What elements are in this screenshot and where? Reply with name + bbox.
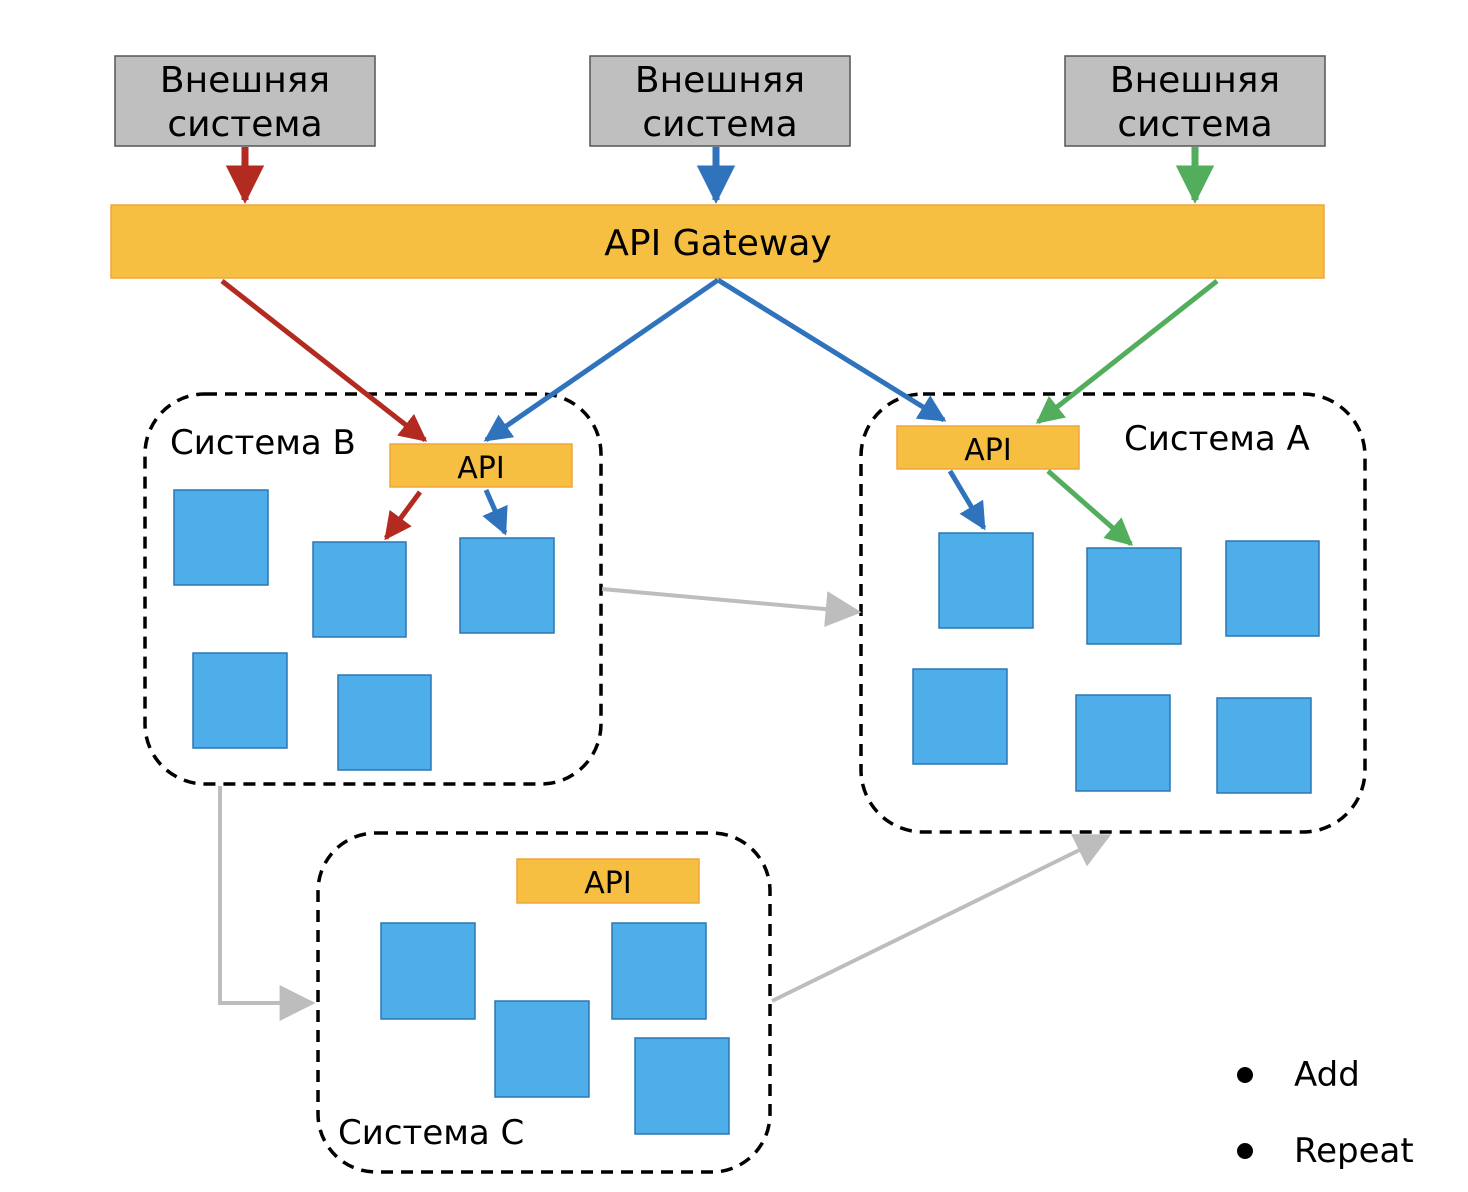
external-system-1: Внешняя система <box>114 55 376 147</box>
external-system-2-line1: Внешняя <box>635 60 805 101</box>
system-b-api: API <box>389 443 573 488</box>
system-a-service-2 <box>1086 547 1182 645</box>
system-b-service-4 <box>192 652 288 749</box>
system-b-service-5 <box>337 674 432 771</box>
arrow-system-b-api-to-service-red <box>383 490 423 541</box>
api-gateway: API Gateway <box>110 204 1325 279</box>
arrow-system-b-to-system-a <box>601 587 862 628</box>
system-a-service-4 <box>912 668 1008 765</box>
system-c-label: Система C <box>338 1113 524 1153</box>
legend: Add Repeat <box>1237 1055 1414 1171</box>
arrow-gateway-to-system-a-green <box>1035 279 1219 424</box>
arrow-system-b-api-to-service-blue <box>482 488 508 536</box>
external-system-1-line1: Внешняя <box>160 60 330 101</box>
arrow-system-a-api-to-service-blue <box>947 469 987 531</box>
external-system-1-line2: система <box>167 104 322 145</box>
system-a-service-1 <box>938 532 1034 629</box>
system-c-api-label: API <box>584 866 631 901</box>
arrow-gateway-to-system-a-blue <box>716 277 947 423</box>
system-c-service-1 <box>380 922 476 1020</box>
external-system-3-line1: Внешняя <box>1110 60 1280 101</box>
legend-item-add: Add <box>1294 1055 1360 1095</box>
arrow-system-a-api-to-service-green <box>1046 469 1134 546</box>
system-a-api: API <box>896 425 1080 470</box>
system-a-service-5 <box>1075 694 1171 792</box>
arrow-gateway-to-system-b-red <box>220 279 428 442</box>
system-a-service-3 <box>1225 540 1320 637</box>
legend-bullet-repeat <box>1237 1143 1253 1159</box>
api-gateway-label: API Gateway <box>604 223 831 264</box>
system-a-service-6 <box>1216 697 1312 794</box>
system-c: Система C API <box>316 831 772 1174</box>
system-b-service-3 <box>459 537 555 634</box>
system-c-api: API <box>516 858 700 904</box>
system-b-label: Система B <box>170 423 356 463</box>
system-c-service-4 <box>634 1037 730 1135</box>
system-a: Система A API <box>859 392 1367 834</box>
arrow-system-b-to-system-c <box>218 786 316 1021</box>
legend-bullet-add <box>1237 1067 1253 1083</box>
system-b-api-label: API <box>457 451 504 486</box>
external-system-2: Внешняя система <box>589 55 851 147</box>
external-system-3: Внешняя система <box>1064 55 1326 147</box>
arrow-gateway-to-system-b-blue <box>483 277 720 443</box>
external-system-2-line2: система <box>642 104 797 145</box>
system-b-service-2 <box>312 541 407 638</box>
system-b: Система B API <box>143 392 603 786</box>
legend-item-repeat: Repeat <box>1294 1131 1414 1171</box>
arrow-system-c-to-system-a <box>771 834 1112 1003</box>
external-system-3-line2: система <box>1117 104 1272 145</box>
system-a-api-label: API <box>964 433 1011 468</box>
system-a-label: Система A <box>1124 419 1310 459</box>
system-c-service-2 <box>611 922 707 1020</box>
system-b-service-1 <box>173 489 269 586</box>
system-c-service-3 <box>494 1000 590 1098</box>
